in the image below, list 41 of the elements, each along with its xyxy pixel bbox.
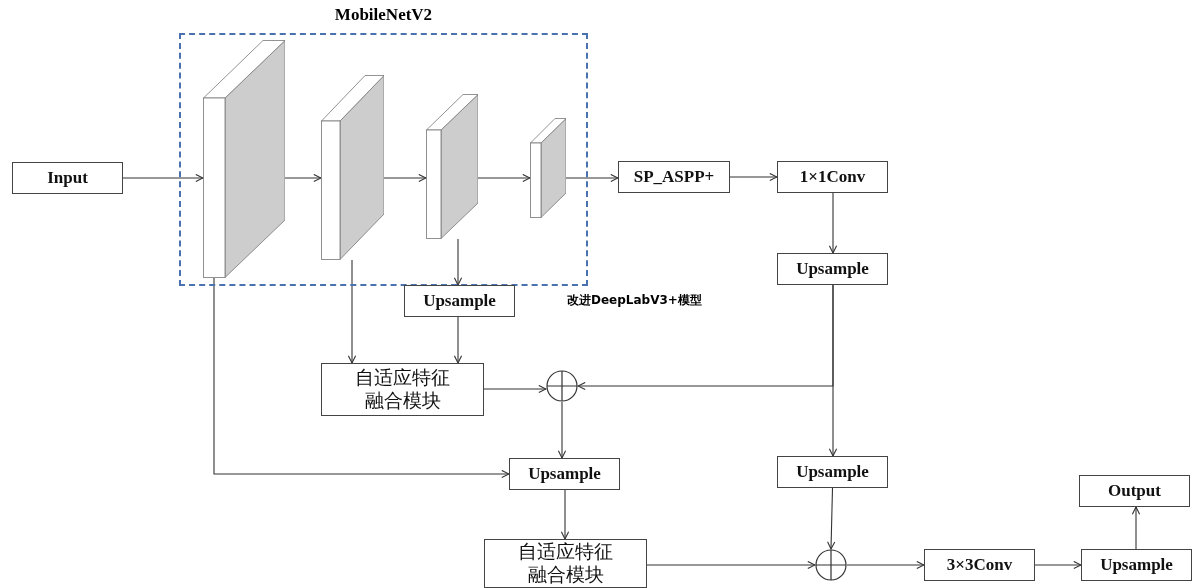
process-box: Upsample: [509, 458, 620, 490]
feature-map-block: [530, 118, 566, 218]
caption-text: 改进DeepLabV3+模型: [567, 292, 702, 309]
process-box: Output: [1079, 475, 1190, 507]
arrow: [477, 173, 531, 183]
process-box: Upsample: [404, 285, 515, 317]
backbone-group: [179, 5, 588, 286]
arrow: [483, 384, 547, 394]
sum-operator-circle: [815, 549, 847, 581]
arrow: [827, 487, 836, 550]
fusion-module-box: 自适应特征融合模块: [321, 363, 484, 416]
arrow: [453, 238, 463, 286]
arrow: [122, 173, 204, 183]
process-box: Input: [12, 162, 123, 194]
process-box: Upsample: [777, 456, 888, 488]
process-box: Upsample: [1081, 549, 1192, 581]
arrow: [646, 560, 816, 570]
arrow: [1131, 506, 1141, 550]
arrow: [284, 173, 322, 183]
arrow: [453, 316, 463, 364]
feature-map-block: [203, 40, 285, 278]
group-title: MobileNetV2: [333, 5, 434, 25]
process-box: SP_ASPP+: [618, 161, 730, 193]
process-box: 3×3Conv: [924, 549, 1035, 581]
feature-map-block: [321, 75, 384, 260]
fusion-module-box: 自适应特征融合模块: [484, 539, 647, 588]
arrow: [383, 173, 427, 183]
arrow: [557, 401, 567, 459]
arrow: [560, 489, 570, 540]
arrow: [213, 277, 510, 479]
arrow: [729, 172, 778, 182]
arrow: [828, 192, 838, 254]
arrow: [828, 284, 838, 457]
arrow: [565, 173, 619, 183]
arrow: [846, 560, 925, 570]
process-box: Upsample: [777, 253, 888, 285]
feature-map-block: [426, 94, 478, 239]
arrow: [347, 259, 357, 364]
sum-operator-circle: [546, 370, 578, 402]
process-box: 1×1Conv: [777, 161, 888, 193]
arrow: [1034, 560, 1082, 570]
